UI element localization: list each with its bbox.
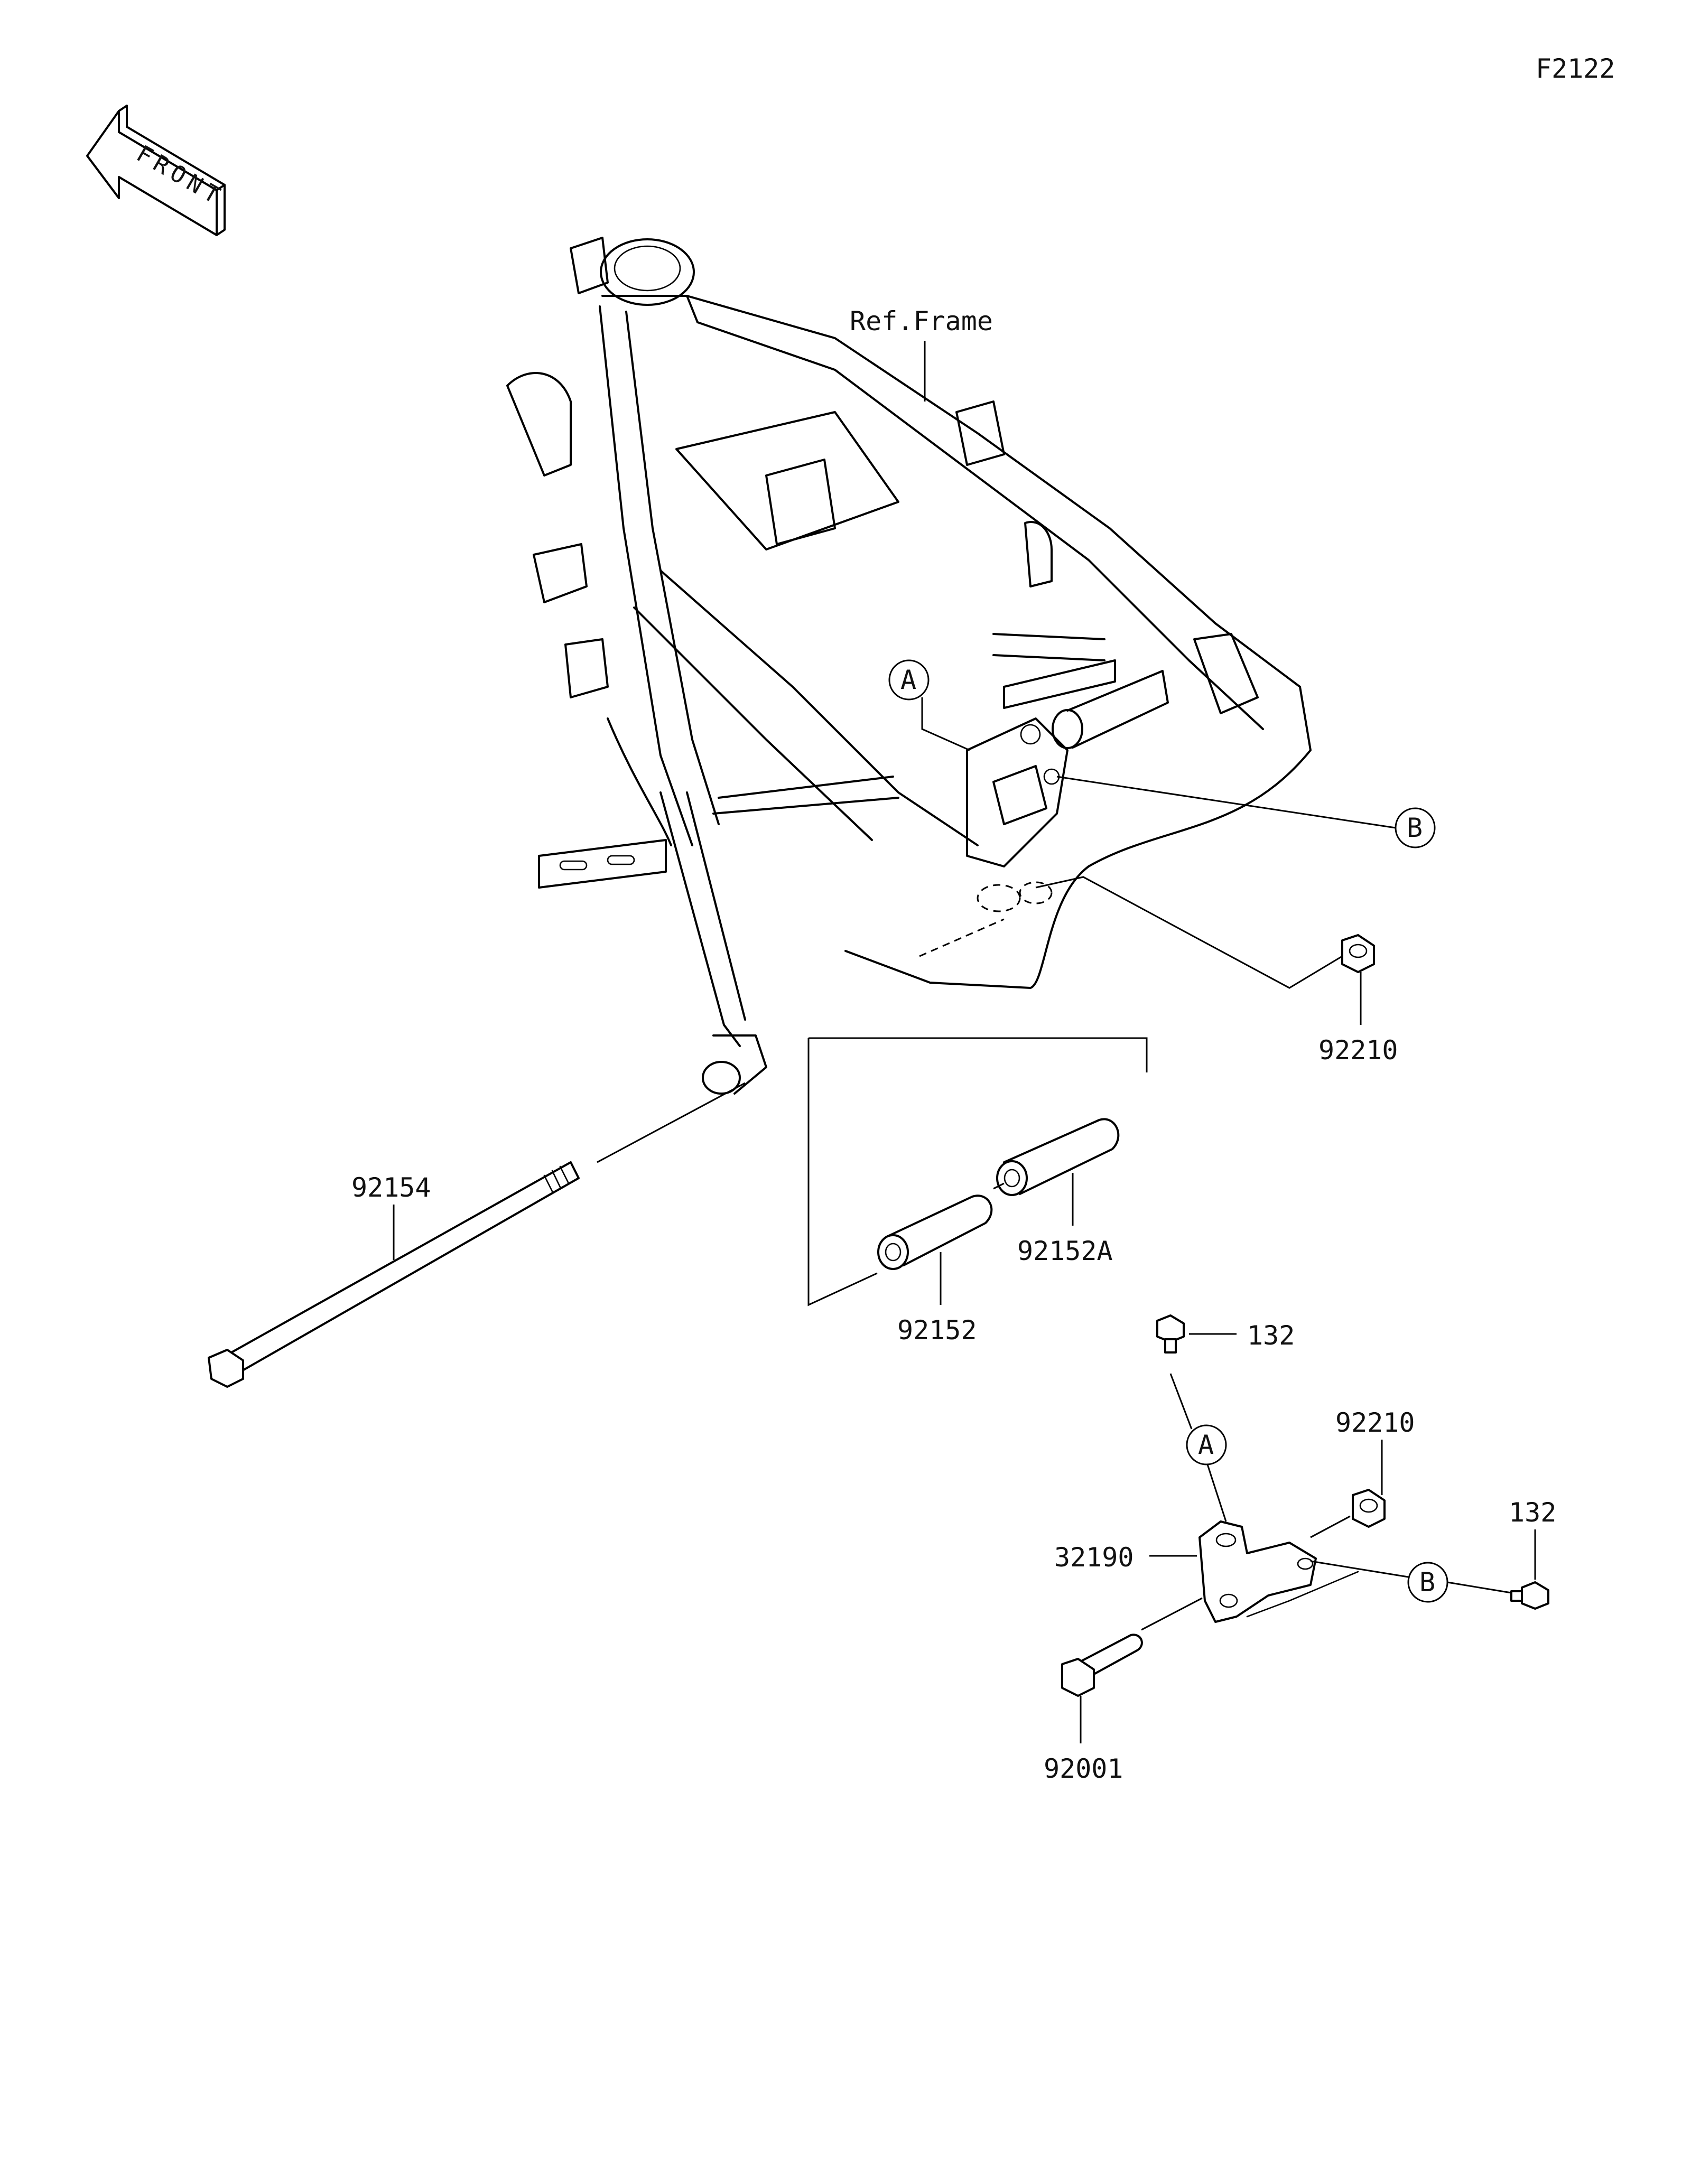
nut-92210-lower: 92210 — [1310, 1407, 1415, 1538]
callout-b-frame: B — [1056, 776, 1436, 848]
label-132-upper: 132 — [1247, 1320, 1295, 1351]
spacer-92152a: 92152A — [996, 1118, 1120, 1266]
label-92152a: 92152A — [1017, 1236, 1113, 1266]
label-92154: 92154 — [351, 1172, 431, 1203]
front-arrow-icon: FRONT — [86, 105, 229, 236]
front-label: FRONT — [132, 140, 229, 211]
callout-b-lower: B — [1407, 1562, 1512, 1603]
spacer-92152: 92152 — [877, 1194, 993, 1346]
label-92210-lower: 92210 — [1335, 1407, 1415, 1438]
label-32190: 32190 — [1054, 1542, 1134, 1573]
bolt-132-upper: 132 — [1156, 1314, 1295, 1430]
label-92210-upper: 92210 — [1318, 1035, 1398, 1066]
callout-b-lower-letter: B — [1419, 1567, 1435, 1598]
figure-code: F2122 — [1536, 53, 1615, 84]
label-92152: 92152 — [897, 1315, 977, 1346]
label-132-right: 132 — [1509, 1497, 1556, 1528]
bolt-92154: 92154 — [208, 1161, 580, 1388]
ref-frame-label: Ref.Frame — [850, 306, 993, 337]
callout-a-lower-letter: A — [1198, 1430, 1214, 1460]
callout-a-lower: A — [1186, 1424, 1227, 1522]
motorcycle-frame — [506, 237, 1312, 1095]
callout-a-frame-letter: A — [900, 665, 916, 695]
nut-92210-upper: 92210 — [1035, 876, 1398, 1066]
bracket-32190: 32190 — [1054, 1520, 1409, 1631]
label-92001: 92001 — [1044, 1753, 1123, 1784]
callout-b-frame-letter: B — [1407, 813, 1423, 843]
callout-a-frame: A — [888, 659, 970, 751]
bolt-92001: 92001 — [1044, 1634, 1143, 1784]
bolt-132-right: 132 — [1509, 1497, 1556, 1610]
